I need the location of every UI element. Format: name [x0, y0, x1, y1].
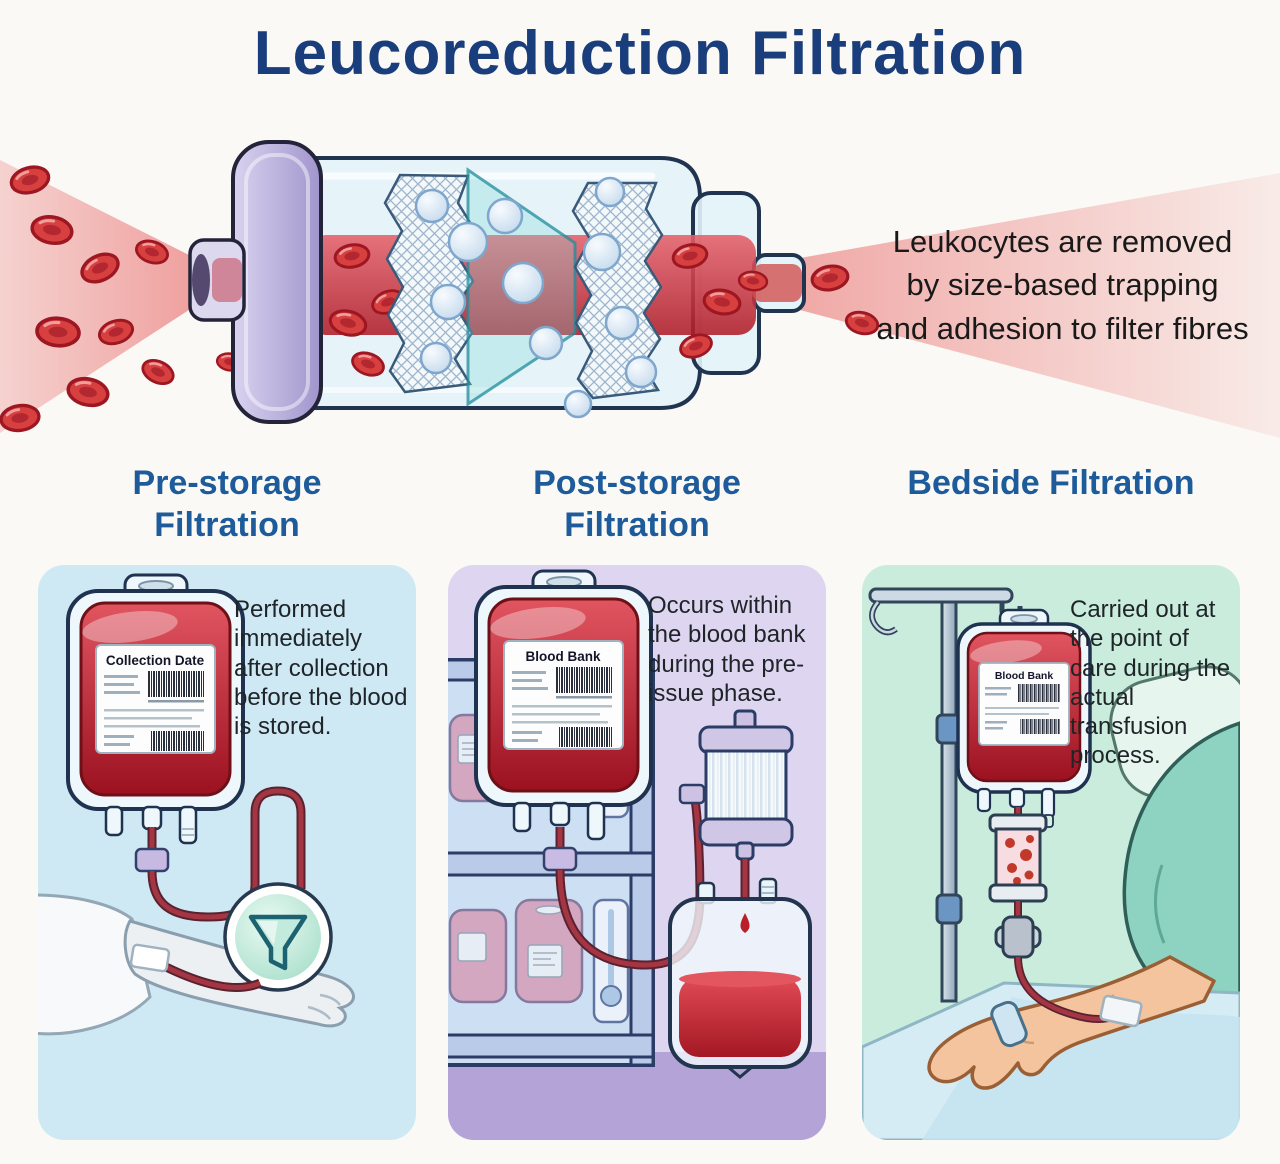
funnel-icon	[223, 882, 333, 992]
bag-label: Collection Date	[106, 653, 205, 668]
blood-bag-icon: Collection Date	[66, 573, 245, 845]
panel-post-storage: Blood Bank	[448, 565, 826, 1140]
section-heading-post-storage: Post-storage Filtration	[533, 464, 741, 545]
collection-bag-icon	[668, 859, 812, 1079]
pre-storage-illustration: Collection Date	[38, 573, 355, 1036]
trapped-leukocytes	[414, 176, 658, 419]
blood-bag-icon: Blood Bank	[956, 608, 1092, 828]
iv-tape	[1099, 994, 1143, 1028]
bedside-description: Carried out at the point of care during …	[1070, 596, 1231, 770]
section-heading-pre-storage: Pre-storage Filtration	[132, 464, 322, 545]
bedside-illustration: Blood Bank	[862, 587, 1240, 1140]
section-heading-bedside: Bedside Filtration	[907, 464, 1195, 502]
patient-wristband	[990, 1000, 1028, 1048]
iv-line	[1014, 956, 1143, 1028]
pre-storage-description: Performed immediately after collection b…	[234, 596, 408, 741]
filter-caption: Leukocytes are removed by size-based tra…	[845, 220, 1280, 350]
post-storage-illustration: Blood Bank	[448, 569, 826, 1140]
drip-chamber-filter-icon	[988, 807, 1048, 959]
blood-bag-icon: Blood Bank	[474, 569, 653, 841]
outflow-beam	[800, 173, 1280, 438]
caption-line: by size-based trapping	[906, 267, 1219, 303]
transfer-tube	[542, 783, 706, 970]
bag-label: Blood Bank	[995, 670, 1053, 682]
collection-tube	[134, 786, 306, 922]
filter-end-cap	[188, 140, 323, 424]
caption-line: Leukocytes are removed	[892, 224, 1233, 259]
panel-bedside: Blood Bank	[862, 565, 1240, 1140]
inline-filter-icon	[698, 709, 794, 861]
hospital-bed-scene	[862, 665, 1240, 1140]
page-title: Leucoreduction Filtration	[253, 19, 1027, 88]
filter-device-illustration	[0, 140, 1280, 438]
bag-label: Blood Bank	[525, 649, 600, 664]
iv-pole-icon	[868, 587, 1023, 1003]
caption-line: and adhesion to filter fibres	[876, 310, 1249, 346]
panel-pre-storage: Collection Date	[38, 565, 416, 1140]
needle-line	[129, 943, 262, 992]
post-storage-description: Occurs within the blood bank during the …	[648, 592, 806, 707]
